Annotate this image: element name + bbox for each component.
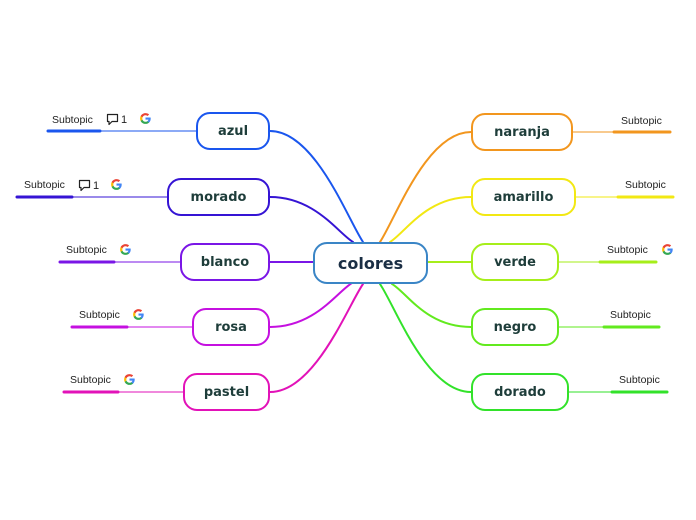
connector-naranja [379, 131, 472, 243]
subtopic-dorado[interactable]: Subtopic [619, 374, 660, 386]
subtopic-verde[interactable]: Subtopic [607, 244, 648, 256]
comment-icon [106, 113, 119, 126]
central-topic[interactable]: colores [313, 242, 428, 284]
connector-dorado [379, 283, 472, 393]
branch-negro[interactable]: negro [471, 308, 559, 346]
subtopic-amarillo[interactable]: Subtopic [625, 179, 666, 191]
comment-indicator-azul[interactable]: 1 [106, 113, 127, 126]
google-icon[interactable] [132, 308, 145, 321]
connector-rosa [269, 282, 353, 328]
subtopic-azul[interactable]: Subtopic [52, 114, 93, 126]
branch-verde[interactable]: verde [471, 243, 559, 281]
branch-naranja[interactable]: naranja [471, 113, 573, 151]
comment-count: 1 [93, 179, 100, 192]
google-icon[interactable] [139, 112, 152, 125]
google-icon[interactable] [119, 243, 132, 256]
comment-count: 1 [121, 113, 128, 126]
branch-amarillo[interactable]: amarillo [471, 178, 576, 216]
subtopic-morado[interactable]: Subtopic [24, 179, 65, 191]
branch-azul[interactable]: azul [196, 112, 270, 150]
connector-amarillo [389, 196, 472, 243]
connector-pastel [269, 283, 364, 393]
connector-negro [391, 283, 472, 328]
branch-morado[interactable]: morado [167, 178, 270, 216]
connector-morado [269, 196, 354, 243]
google-icon[interactable] [123, 373, 136, 386]
subtopic-blanco[interactable]: Subtopic [66, 244, 107, 256]
google-icon[interactable] [110, 178, 123, 191]
subtopic-naranja[interactable]: Subtopic [621, 115, 662, 127]
branch-pastel[interactable]: pastel [183, 373, 270, 411]
comment-indicator-morado[interactable]: 1 [78, 179, 99, 192]
branch-blanco[interactable]: blanco [180, 243, 270, 281]
subtopic-pastel[interactable]: Subtopic [70, 374, 111, 386]
google-icon[interactable] [661, 243, 674, 256]
subtopic-rosa[interactable]: Subtopic [79, 309, 120, 321]
comment-icon [78, 179, 91, 192]
branch-dorado[interactable]: dorado [471, 373, 569, 411]
branch-rosa[interactable]: rosa [192, 308, 270, 346]
subtopic-negro[interactable]: Subtopic [610, 309, 651, 321]
connector-azul [269, 130, 364, 243]
